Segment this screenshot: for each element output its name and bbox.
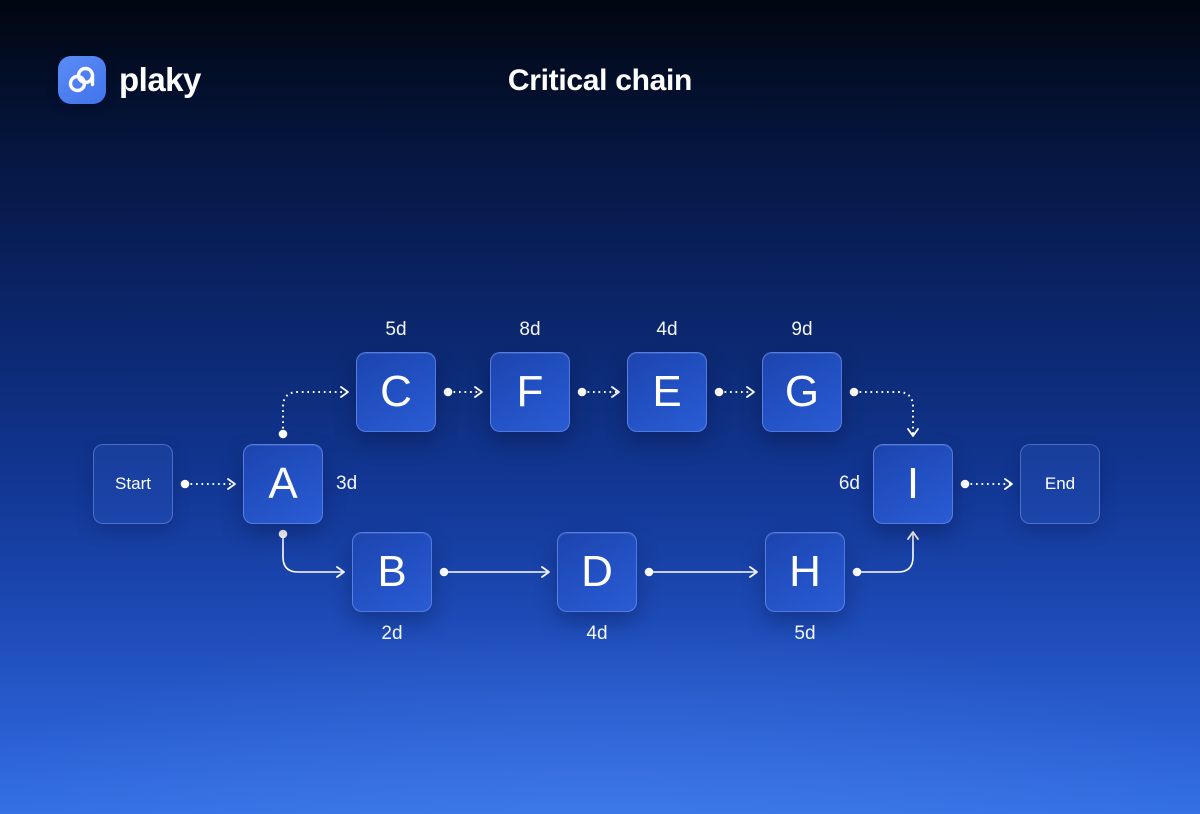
node-E: E — [627, 352, 707, 432]
edge-A-B — [278, 529, 345, 578]
node-label: G — [784, 367, 820, 416]
page-title: Critical chain — [507, 64, 693, 97]
duration-label-B: 2d — [381, 623, 403, 644]
node-A: A — [243, 444, 323, 524]
node-label: F — [516, 367, 544, 416]
node-label: C — [380, 367, 412, 416]
plaky-logo-icon — [58, 56, 106, 104]
arrowhead-icon — [340, 386, 349, 398]
node-label: I — [906, 459, 920, 508]
arrowhead-icon — [749, 566, 758, 578]
node-label: B — [377, 547, 407, 596]
brand-wordmark: plaky — [119, 61, 201, 98]
edge-source-dot — [577, 387, 587, 397]
duration-label-F: 8d — [519, 319, 541, 340]
arrowhead-icon — [474, 386, 483, 398]
edge-F-E — [577, 386, 620, 398]
edge-I-end — [960, 478, 1013, 490]
node-I: I — [873, 444, 953, 524]
node-label: H — [789, 547, 821, 596]
duration-label-A: 3d — [336, 473, 358, 494]
node-F: F — [490, 352, 570, 432]
node-label: Start — [115, 474, 151, 493]
arrowhead-icon — [336, 566, 345, 578]
edge-source-dot — [644, 567, 654, 577]
node-label: E — [652, 367, 682, 416]
arrowhead-icon — [611, 386, 620, 398]
arrowhead-icon — [227, 478, 236, 490]
edge-source-dot — [849, 387, 859, 397]
edge-source-dot — [180, 479, 190, 489]
edge-D-H — [644, 566, 758, 578]
edge-H-I — [852, 531, 919, 577]
arrowhead-icon — [541, 566, 550, 578]
edge-source-dot — [852, 567, 862, 577]
arrowhead-icon — [907, 531, 919, 540]
arrowhead-icon — [1004, 478, 1013, 490]
edge-source-dot — [960, 479, 970, 489]
brand-logo: plaky — [58, 56, 201, 104]
edge-source-dot — [278, 529, 288, 539]
duration-label-I: 6d — [838, 473, 860, 494]
edge-B-D — [439, 566, 550, 578]
node-label: D — [581, 547, 613, 596]
edge-line — [282, 391, 347, 434]
node-label: A — [268, 459, 298, 508]
node-B: B — [352, 532, 432, 612]
edge-source-dot — [439, 567, 449, 577]
duration-label-G: 9d — [791, 319, 813, 340]
node-H: H — [765, 532, 845, 612]
node-D: D — [557, 532, 637, 612]
node-label: End — [1044, 474, 1076, 493]
edge-source-dot — [278, 429, 288, 439]
edge-line — [857, 533, 914, 573]
edge-source-dot — [443, 387, 453, 397]
duration-label-H: 5d — [794, 623, 816, 644]
node-G: G — [762, 352, 842, 432]
header: plaky Critical chain — [0, 0, 1200, 120]
node-C: C — [356, 352, 436, 432]
duration-label-D: 4d — [586, 623, 608, 644]
edge-line — [282, 534, 343, 573]
node-end: End — [1020, 444, 1100, 524]
edge-source-dot — [714, 387, 724, 397]
arrowhead-icon — [907, 428, 919, 437]
duration-label-E: 4d — [656, 319, 678, 340]
duration-label-C: 5d — [385, 319, 407, 340]
arrowhead-icon — [746, 386, 755, 398]
edge-C-F — [443, 386, 483, 398]
edge-start-A — [180, 478, 236, 490]
edge-A-C — [278, 386, 349, 439]
edge-E-G — [714, 386, 755, 398]
edge-line — [854, 391, 914, 435]
edge-G-I — [849, 387, 919, 437]
node-start: Start — [93, 444, 173, 524]
